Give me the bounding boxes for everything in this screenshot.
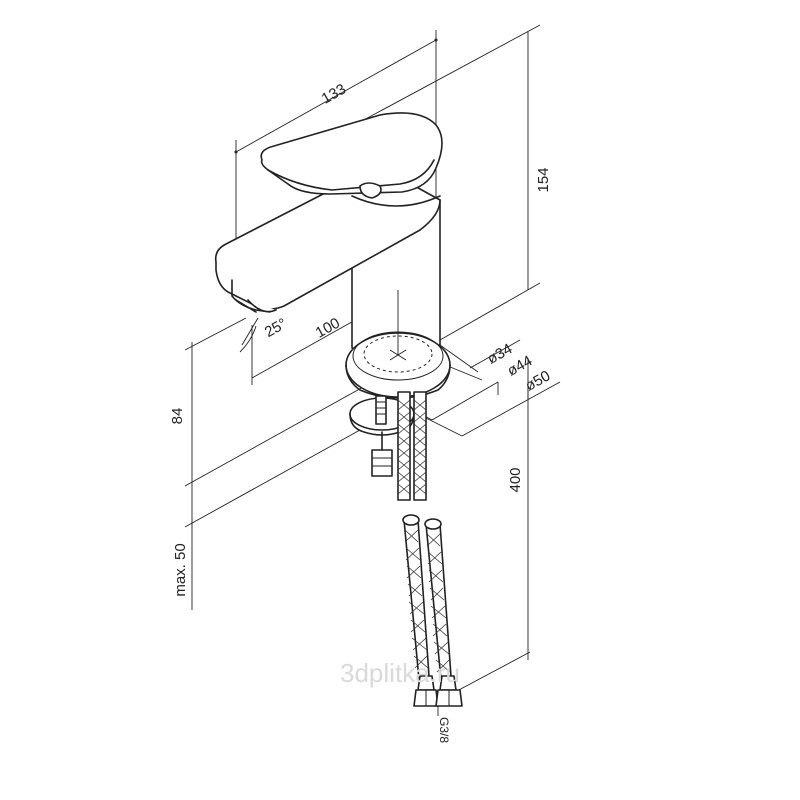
dimension-84: 84 bbox=[169, 317, 366, 490]
hose-fitting-right bbox=[435, 675, 463, 707]
dimension-angle-25: 25° bbox=[239, 315, 290, 353]
faucet-body bbox=[214, 112, 443, 355]
thread-label: G3/8 bbox=[437, 717, 451, 743]
dimension-154: 154 bbox=[359, 24, 552, 341]
watermark: 3dplitka.ru bbox=[340, 658, 460, 688]
dimension-max-50: max. 50 bbox=[172, 429, 361, 610]
dimension-84-label: 84 bbox=[169, 408, 186, 425]
dimension-100-label: 100 bbox=[313, 315, 343, 342]
angle-25-label: 25° bbox=[262, 315, 290, 341]
dimension-400-label: 400 bbox=[507, 467, 524, 492]
dimension-154-label: 154 bbox=[535, 167, 552, 192]
dimension-400: 400 bbox=[439, 380, 531, 701]
dimension-max-50-label: max. 50 bbox=[172, 543, 189, 596]
thread-annotation: G3/8 bbox=[437, 706, 451, 743]
hose-left bbox=[397, 391, 431, 691]
hose-fitting-left bbox=[413, 675, 439, 707]
